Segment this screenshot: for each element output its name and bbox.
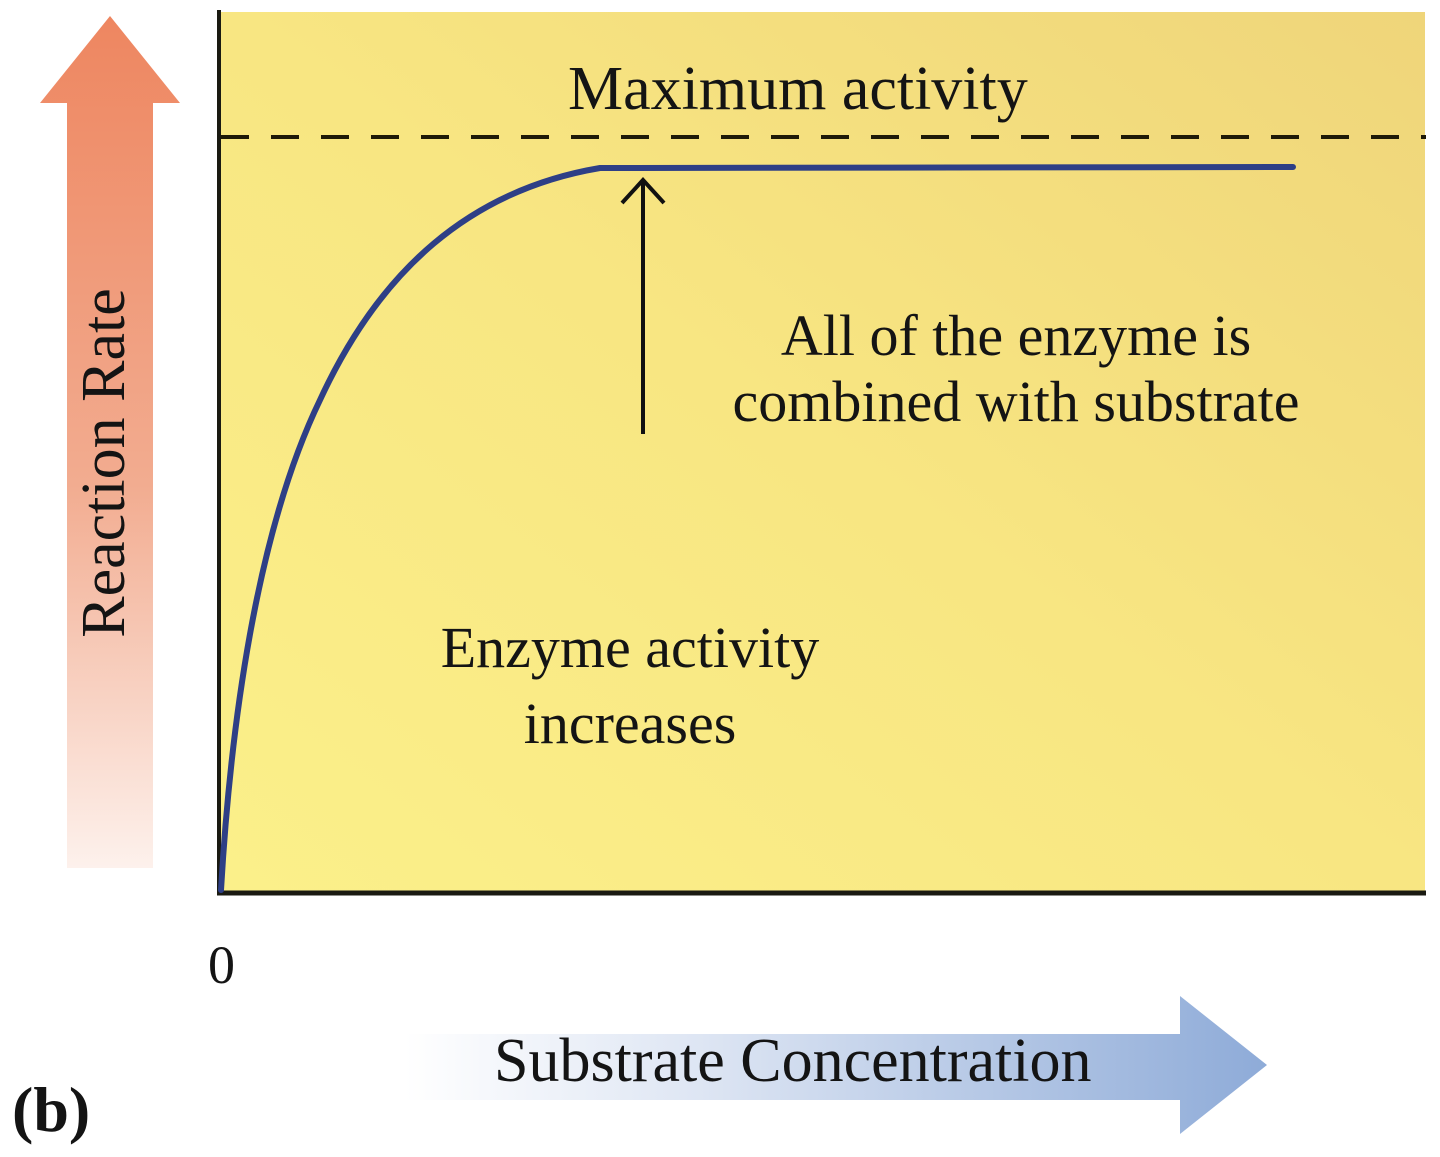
x-axis-label: Substrate Concentration: [494, 1027, 1092, 1095]
x-axis-arrow-icon: [405, 996, 1267, 1134]
x-axis-origin-label: 0: [208, 935, 235, 995]
activity-increases-line2: increases: [523, 691, 737, 756]
reaction-rate-curve: [218, 164, 1296, 893]
saturation-arrow-head-icon: [620, 177, 666, 205]
activity-increases-annotation: Enzyme activity increases: [390, 610, 870, 762]
y-axis-label: Reaction Rate: [70, 288, 138, 638]
saturation-annotation-line2: combined with substrate: [732, 369, 1300, 434]
saturation-annotation-line1: All of the enzyme is: [780, 303, 1252, 368]
panel-label: (b): [12, 1074, 91, 1145]
plot-area: [219, 12, 1425, 893]
maximum-activity-label: Maximum activity: [568, 55, 1028, 123]
activity-increases-line1: Enzyme activity: [440, 615, 820, 680]
y-axis-arrow-icon: [40, 16, 180, 868]
saturation-annotation: All of the enzyme is combined with subst…: [666, 303, 1366, 435]
